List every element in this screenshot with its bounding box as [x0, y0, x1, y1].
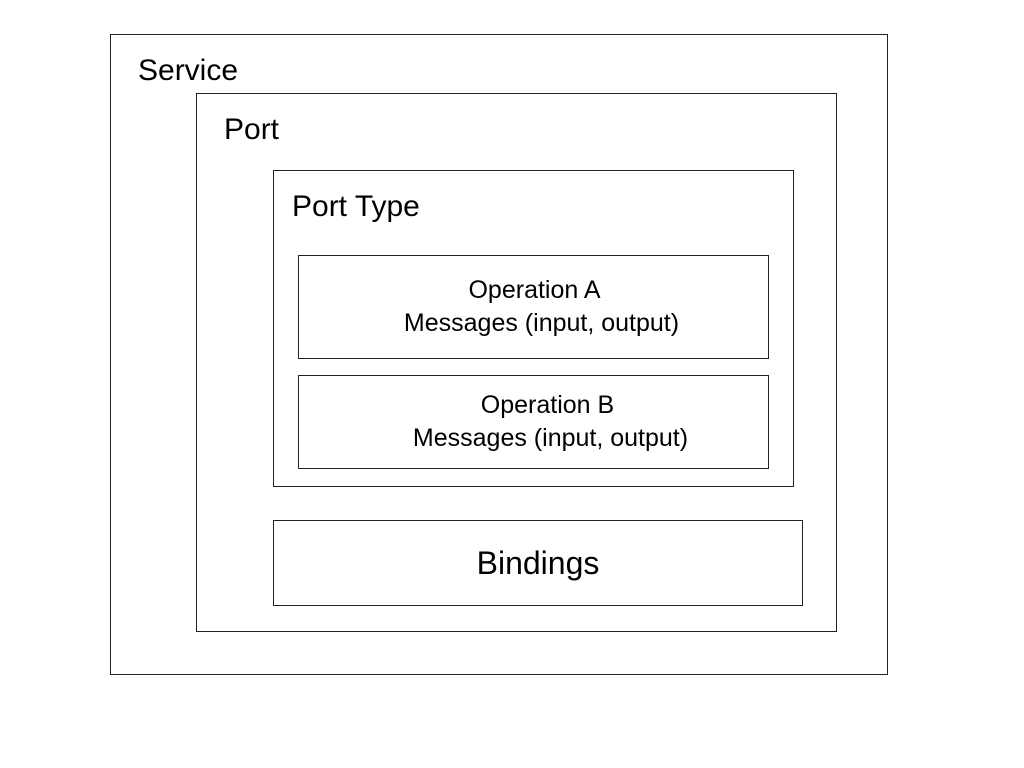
operation-a-messages: Messages (input, output)	[403, 309, 680, 337]
bindings-label: Bindings	[476, 544, 600, 581]
operation-b-messages: Messages (input, output)	[412, 424, 689, 452]
port-label: Port	[224, 113, 280, 146]
bindings-box: Bindings	[273, 520, 803, 606]
operation-a-box: Operation A Messages (input, output)	[298, 255, 769, 359]
service-label: Service	[138, 54, 239, 87]
operation-b-box: Operation B Messages (input, output)	[298, 375, 769, 469]
operation-b-name: Operation B	[480, 391, 615, 419]
operation-a-name: Operation A	[468, 276, 601, 304]
port-type-label: Port Type	[292, 190, 420, 223]
